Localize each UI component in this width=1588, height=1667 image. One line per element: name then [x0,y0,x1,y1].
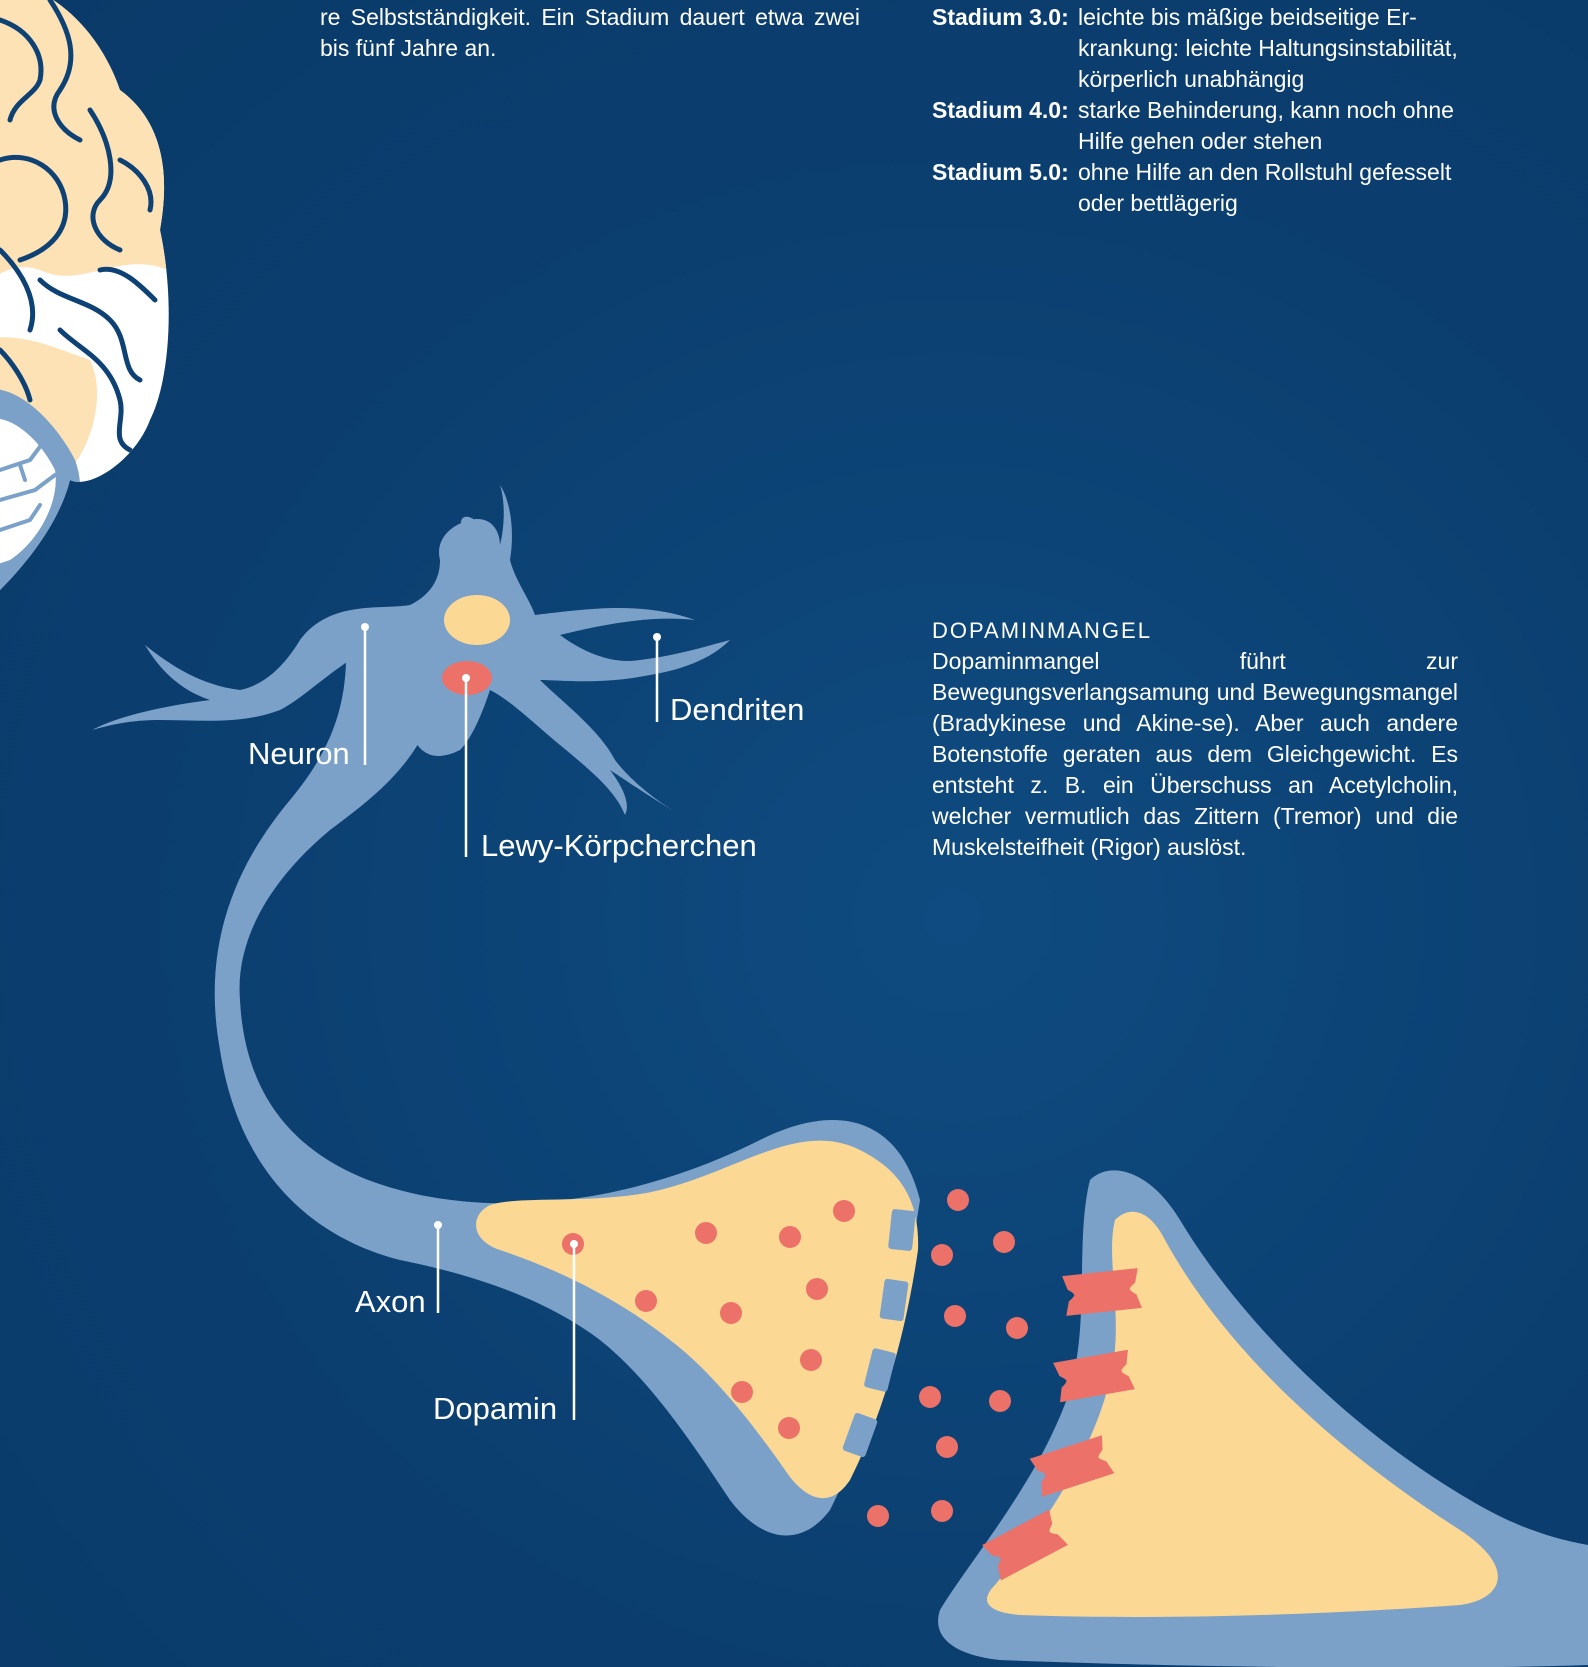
dopamine-section: DOPAMINMANGEL Dopaminmangel führt zur Be… [932,615,1458,863]
dopamine-dot [720,1302,742,1324]
dopamine-dot [800,1349,822,1371]
stage-label: Stadium 3.0: [932,2,1078,95]
dopamine-dot [778,1417,800,1439]
stage-row: Stadium 5.0: ohne Hilfe an den Rollstuhl… [932,157,1492,219]
stage-row: Stadium 3.0: leichte bis mäßige beidseit… [932,2,1492,95]
dopamine-label: Dopamin [433,1391,557,1427]
dopamine-dot [936,1436,958,1458]
stage-description: leichte bis mäßige beidseitige Er-kranku… [1078,2,1478,95]
stage-label: Stadium 4.0: [932,95,1078,157]
section-heading: DOPAMINMANGEL [932,615,1458,646]
intro-paragraph: re Selbstständigkeit. Ein Stadium dauert… [320,2,860,64]
soma [92,485,730,815]
dopamine-dot [833,1200,855,1222]
dopamine-dot [989,1390,1011,1412]
dendrites-label: Dendriten [670,692,804,728]
brain-illustration [0,0,169,600]
dopamine-dot [931,1500,953,1522]
dopamine-dot [731,1381,753,1403]
dopamine-dot [779,1226,801,1248]
dopamine-dot [931,1244,953,1266]
neuron-label: Neuron [248,736,350,772]
lewy-bodies-label: Lewy-Körpcherchen [481,828,757,864]
dopamine-dot [919,1386,941,1408]
stages-list: Stadium 3.0: leichte bis mäßige beidseit… [932,2,1492,219]
dopamine-dot [993,1231,1015,1253]
dopamine-dot [867,1505,889,1527]
dopamine-dot [695,1222,717,1244]
dopamine-dot [944,1305,966,1327]
receptor [1062,1268,1142,1316]
dopamine-dot [1006,1317,1028,1339]
stage-label: Stadium 5.0: [932,157,1078,219]
dopamine-dot [947,1189,969,1211]
stage-row: Stadium 4.0: starke Behinderung, kann no… [932,95,1492,157]
stage-description: ohne Hilfe an den Rollstuhl gefesselt od… [1078,157,1478,219]
axon-label: Axon [355,1284,426,1320]
section-body: Dopaminmangel führt zur Bewegungsverlang… [932,646,1458,863]
brain-peach-region [0,0,168,290]
stage-description: starke Behinderung, kann noch ohne Hilfe… [1078,95,1478,157]
nucleus [444,595,510,645]
dopamine-dot [635,1290,657,1312]
dopamine-dot [806,1278,828,1300]
